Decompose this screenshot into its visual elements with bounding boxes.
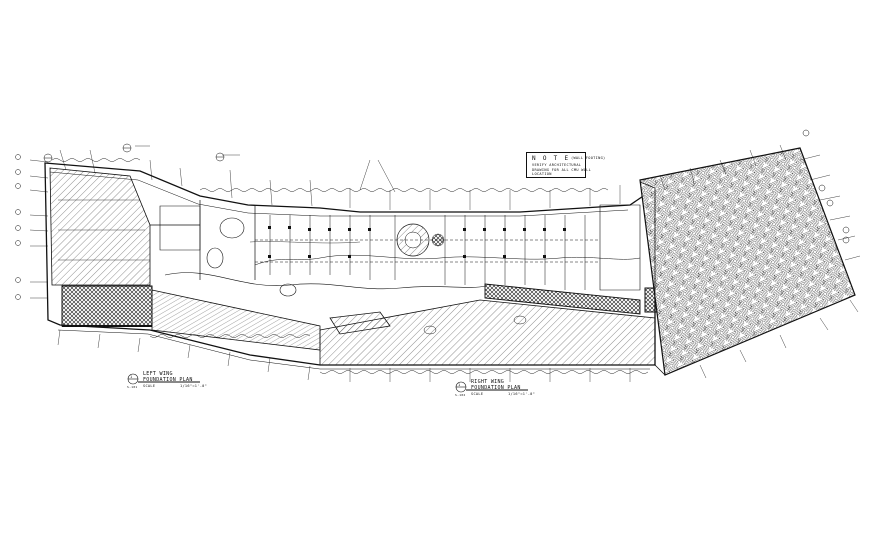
perimeter-ticks bbox=[29, 144, 861, 382]
ramp-strip bbox=[484, 283, 641, 315]
note-heading-sub: (WALL FOOTING) bbox=[571, 156, 606, 160]
note-heading: N O T E bbox=[532, 155, 570, 162]
left-plan-scale-label: SCALE bbox=[143, 384, 156, 388]
title-markers bbox=[127, 373, 528, 393]
diagonal-hatch-band bbox=[151, 289, 321, 351]
right-plan-title-2: FOUNDATION PLAN bbox=[471, 385, 521, 391]
right-plan-sheet: S-102 bbox=[455, 393, 466, 397]
left-hatched-zone bbox=[49, 167, 151, 286]
note-body: VERIFY ARCHITECTURAL DRAWING FOR ALL CMU… bbox=[532, 163, 591, 177]
note-box bbox=[526, 152, 586, 178]
note-line-1: VERIFY ARCHITECTURAL bbox=[532, 163, 582, 167]
note-line-2: DRAWING FOR ALL CMU WALL bbox=[532, 167, 592, 172]
right-plan-scale-value: 1/16"=1'-0" bbox=[508, 392, 536, 396]
crosshatch-strip bbox=[61, 285, 153, 327]
left-plan-sheet: S-101 bbox=[127, 385, 138, 389]
earth-edge bbox=[51, 158, 649, 374]
left-plan-title-2: FOUNDATION PLAN bbox=[143, 377, 193, 383]
right-plan-scale-label: SCALE bbox=[471, 392, 484, 396]
note-line-3: LOCATION bbox=[532, 172, 552, 176]
leaders bbox=[135, 145, 396, 193]
footing-marks bbox=[268, 226, 566, 258]
column-grid bbox=[58, 199, 600, 290]
right-wing bbox=[639, 147, 856, 376]
left-plan-number: 1 bbox=[130, 375, 133, 379]
left-plan-title-1: LEFT WING bbox=[143, 371, 173, 377]
right-plan-title-1: RIGHT WING bbox=[471, 379, 505, 385]
left-wing bbox=[44, 162, 660, 370]
left-plan-scale-value: 1/16"=1'-0" bbox=[180, 384, 208, 388]
right-wing-parquet bbox=[639, 147, 856, 376]
right-plan-number: 1 bbox=[458, 383, 461, 387]
